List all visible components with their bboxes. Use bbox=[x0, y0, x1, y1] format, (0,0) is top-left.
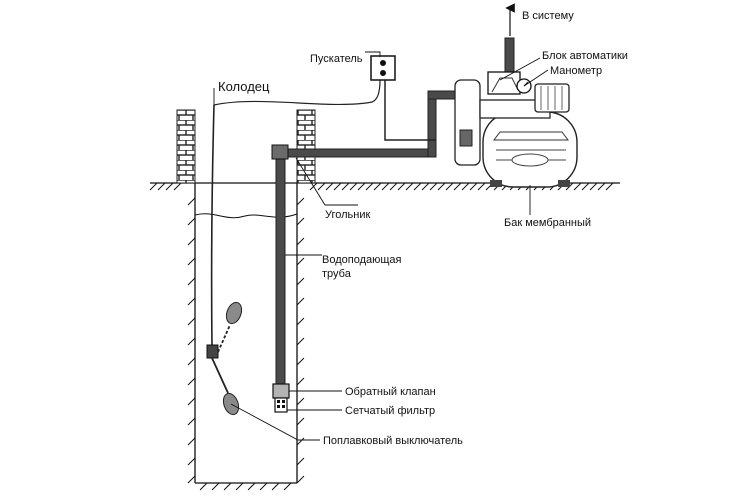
label-starter: Пускатель bbox=[310, 53, 363, 65]
label-supply-pipe-line1: Водоподающая bbox=[322, 254, 402, 266]
starter-box bbox=[370, 55, 396, 81]
label-to-system: В систему bbox=[522, 10, 574, 22]
mesh-filter bbox=[274, 397, 288, 413]
brick-collar-right bbox=[296, 109, 316, 184]
label-supply-pipe-line2: труба bbox=[322, 268, 352, 280]
leader-lines bbox=[213, 51, 549, 441]
check-valve bbox=[272, 383, 290, 399]
well-shaft bbox=[187, 183, 305, 491]
pump bbox=[454, 79, 570, 166]
label-elbow: Угольник bbox=[325, 209, 371, 221]
brick-collar-left bbox=[176, 109, 196, 184]
label-membrane-tank: Бак мембранный bbox=[504, 217, 591, 229]
label-mesh-filter: Сетчатый фильтр bbox=[345, 405, 435, 417]
starter-cable bbox=[213, 79, 436, 141]
label-automation-unit: Блок автоматики bbox=[542, 50, 628, 62]
label-check-valve: Обратный клапан bbox=[345, 386, 436, 398]
label-supply-pipe: Водоподающая труба bbox=[322, 254, 405, 280]
label-manometer: Манометр bbox=[550, 65, 602, 77]
float-switch bbox=[206, 104, 243, 416]
label-float-switch: Поплавковый выключатель bbox=[323, 435, 463, 447]
elbow-fitting bbox=[271, 144, 289, 160]
automation-unit bbox=[487, 71, 521, 95]
membrane-tank bbox=[482, 111, 578, 188]
label-well: Колодец bbox=[218, 79, 270, 94]
